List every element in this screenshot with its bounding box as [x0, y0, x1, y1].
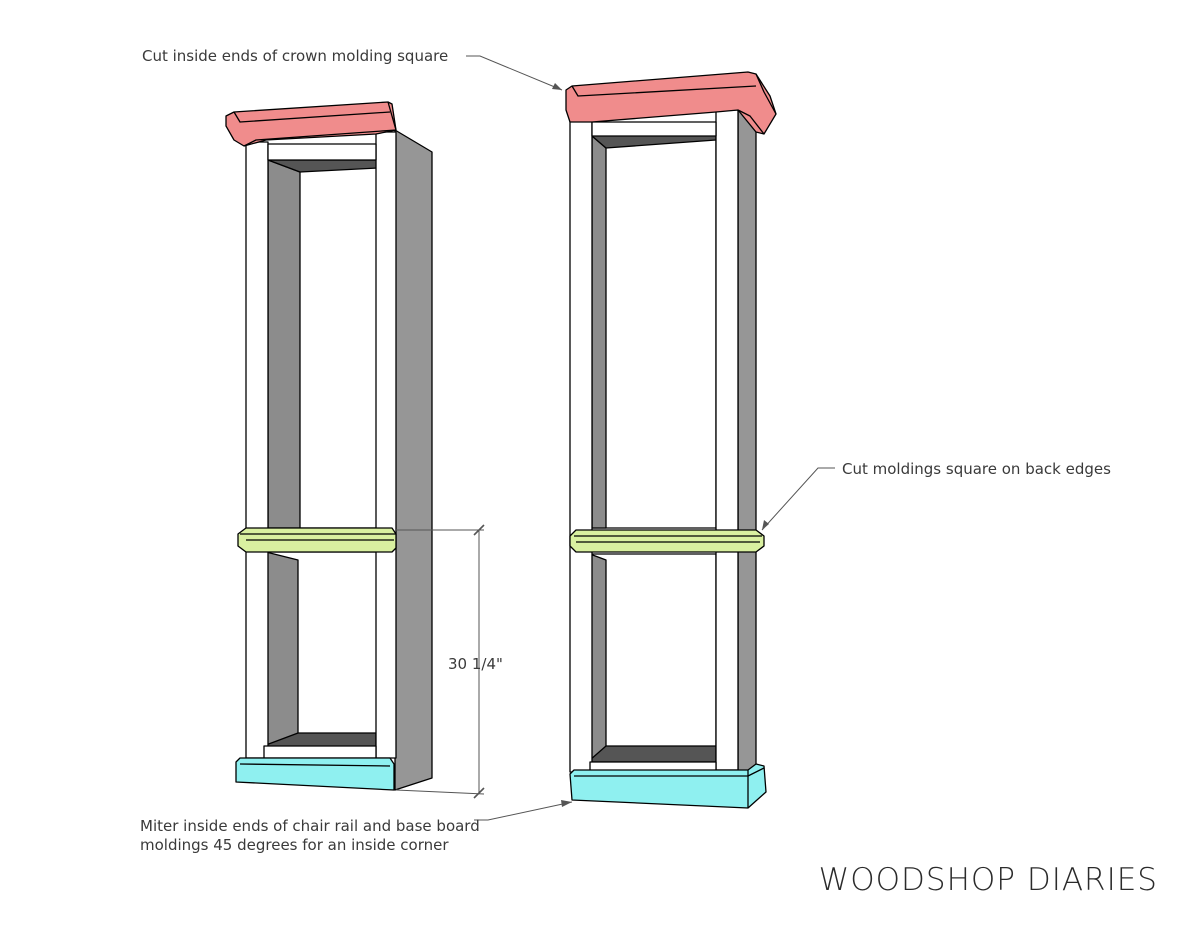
right-cabinet-side-panel	[737, 107, 757, 781]
right-cabinet	[565, 71, 777, 809]
crown-leader	[466, 55, 563, 91]
brand-watermark: WOODSHOP DIARIES	[818, 862, 1158, 898]
right-chair-rail[interactable]	[569, 529, 765, 553]
right-cabinet-bottom-shelf	[589, 745, 717, 763]
dimension-label: 30 1/4"	[448, 655, 503, 673]
left-crown-molding[interactable]	[225, 101, 397, 147]
right-cabinet-upper-opening-back	[591, 135, 717, 529]
right-baseboard[interactable]	[569, 763, 767, 809]
left-cabinet-left-stile	[245, 141, 269, 759]
left-baseboard[interactable]	[235, 757, 395, 791]
miter-note: Miter inside ends of chair rail and base…	[140, 817, 480, 854]
back-edge-leader	[761, 467, 835, 531]
leader-arrowheads	[552, 83, 769, 807]
right-cabinet-right-stile	[715, 109, 739, 771]
right-cabinet-lower-opening-back	[589, 553, 717, 761]
left-cabinet	[225, 101, 433, 791]
right-cabinet-left-stile	[569, 119, 593, 773]
dimension-line	[395, 524, 485, 799]
right-cabinet-upper-inner-side	[591, 135, 607, 529]
back-edges-note: Cut moldings square on back edges	[842, 460, 1111, 478]
miter-leader	[474, 801, 573, 821]
crown-molding-note: Cut inside ends of crown molding square	[142, 47, 449, 65]
left-cabinet-side-panel	[394, 129, 433, 791]
left-cabinet-upper-inner-side	[267, 159, 301, 529]
left-cabinet-lower-inner-side	[265, 551, 299, 746]
leader-lines	[466, 55, 835, 821]
right-cabinet-top-rail	[591, 121, 717, 137]
left-cabinet-bottom-rail	[263, 745, 377, 759]
left-cabinet-right-stile	[375, 131, 397, 759]
left-cabinet-top-rail	[267, 143, 377, 161]
